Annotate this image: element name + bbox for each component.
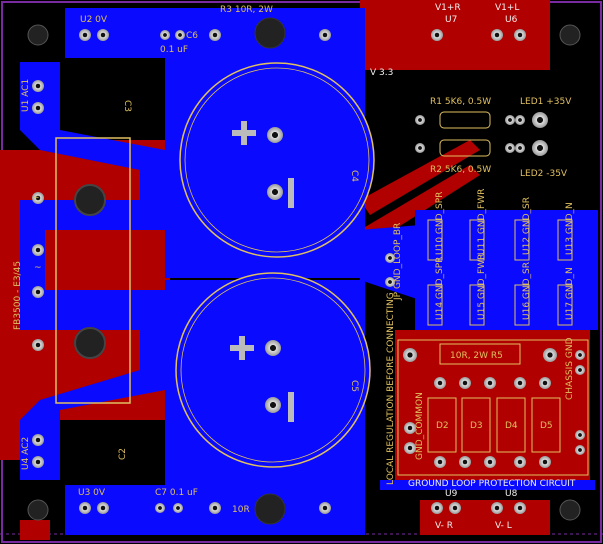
resistor-r4-body — [254, 493, 286, 525]
label-d5: D5 — [540, 421, 553, 431]
label-u4: U4 AC2 — [21, 437, 31, 470]
label-v1r: V1+R — [435, 3, 461, 13]
resistor-r1-outline — [439, 111, 491, 129]
label-vmr: V- R — [435, 521, 453, 531]
label-led1: LED1 +35V — [520, 97, 572, 107]
mount-holes — [27, 24, 581, 521]
label-r5: 10R, 2W R5 — [450, 351, 503, 361]
label-d2: D2 — [436, 421, 449, 431]
label-r3: R3 10R, 2W — [220, 5, 273, 15]
svg-text:U10 GND_SPR: U10 GND_SPR — [435, 192, 445, 255]
label-c6-value: 0.1 uF — [160, 45, 188, 55]
diode-d2-outline — [427, 397, 457, 453]
label-d4: D4 — [505, 421, 518, 431]
svg-text:U11 GND_FWR: U11 GND_FWR — [477, 189, 487, 255]
label-u2: U2 0V — [80, 15, 108, 25]
label-gnd-common: GND_COMMON — [415, 392, 425, 460]
label-u6: U6 — [505, 15, 518, 25]
label-chassis: CHASSIS GND — [565, 337, 575, 400]
svg-text:U13 GND_N: U13 GND_N — [565, 202, 575, 255]
resistor-r3-body — [254, 17, 286, 49]
label-c5: C5 — [349, 380, 359, 392]
label-u7: U7 — [445, 15, 457, 25]
label-led2: LED2 -35V — [520, 169, 568, 179]
label-r1: R1 5K6, 0.5W — [430, 97, 491, 107]
resistor-r5-outline — [439, 343, 521, 365]
label-version: V 3.3 — [370, 68, 393, 78]
label-bridge: FB3500 - E3/45 — [13, 261, 23, 330]
label-glp: GROUND LOOP PROTECTION CIRCUIT — [408, 479, 576, 489]
diode-d5-outline — [531, 397, 561, 453]
label-jumper: JP GND_LOOP_BR — [393, 223, 403, 301]
label-bridge-minus: - — [34, 343, 37, 353]
pads — [32, 29, 585, 514]
label-u8: U8 — [505, 489, 518, 499]
svg-text:U12 GND_SR: U12 GND_SR — [522, 197, 532, 255]
label-c6: C6 — [186, 31, 198, 41]
diode-d3-outline — [461, 397, 491, 453]
resistor-r2-outline — [439, 139, 491, 157]
label-vml: V- L — [495, 521, 512, 531]
label-c4: C4 — [349, 170, 359, 182]
capacitor-c5 — [175, 272, 371, 468]
label-v1l: V1+L — [495, 3, 519, 13]
svg-text:U17 GND_N: U17 GND_N — [565, 267, 575, 320]
bridge-mount-hole-top — [74, 184, 106, 216]
label-c7: C7 0.1 uF — [155, 488, 198, 498]
label-c2: C2 — [118, 448, 128, 460]
label-bridge-plus: + — [32, 193, 40, 203]
label-u3: U3 0V — [78, 488, 106, 498]
ground-loop-outline — [397, 339, 589, 476]
label-c3: C3 — [122, 100, 132, 112]
label-u1: U1 AC1 — [21, 79, 31, 112]
label-u9: U9 — [445, 489, 458, 499]
label-r2: R2 5K6, 0.5W — [430, 165, 491, 175]
diode-d4-outline — [496, 397, 526, 453]
terminal-labels: U10 GND_SPR U11 GND_FWR U12 GND_SR U13 G… — [435, 189, 575, 320]
label-bridge-ac: ~ — [34, 263, 42, 273]
svg-text:U16 GND_SR: U16 GND_SR — [522, 262, 532, 320]
gnd-terminal-pads — [427, 219, 573, 326]
svg-text:U15 GND_FWR: U15 GND_FWR — [477, 254, 487, 320]
svg-text:U14 GND_SPR: U14 GND_SPR — [435, 257, 445, 320]
bridge-outline — [55, 137, 131, 404]
bridge-mount-hole-bottom — [74, 327, 106, 359]
label-d3: D3 — [470, 421, 483, 431]
label-regnote: LOCAL REGULATION BEFORE CONNECTING — [386, 292, 396, 485]
label-r4: 10R — [232, 505, 250, 515]
capacitor-c4 — [179, 62, 375, 258]
